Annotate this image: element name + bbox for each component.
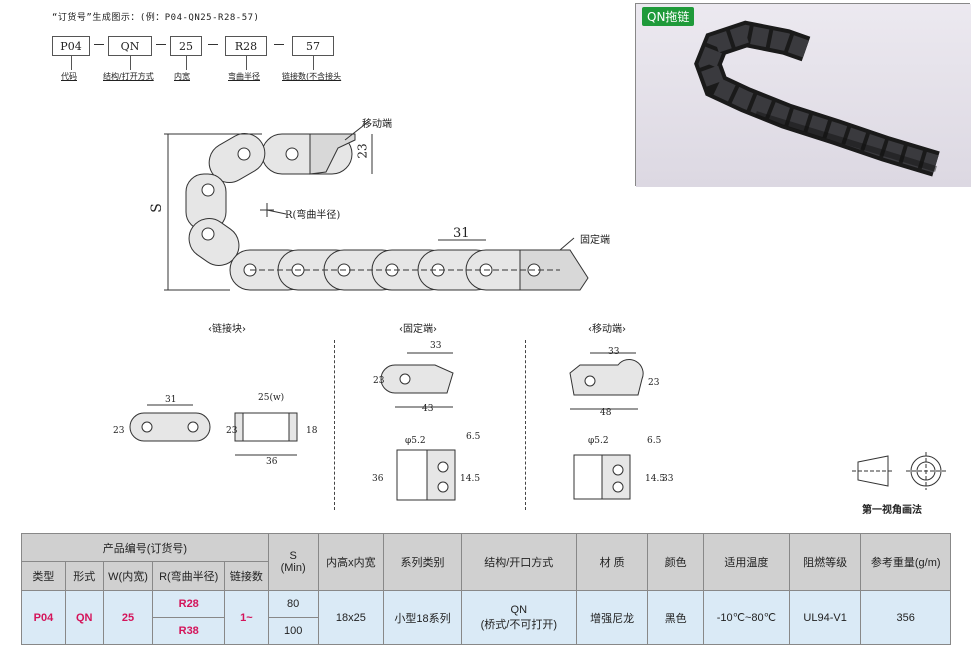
moving-end-label: 移动端 bbox=[362, 119, 392, 130]
leader-line bbox=[71, 56, 72, 70]
fixed-end-drawing bbox=[380, 352, 456, 501]
code-box-form: QN bbox=[108, 36, 152, 56]
leader-line bbox=[186, 56, 187, 70]
code-box-type: P04 bbox=[52, 36, 90, 56]
cell-flame: UL94-V1 bbox=[788, 590, 862, 645]
fe-dim-145: 14.5 bbox=[460, 474, 481, 484]
subheader-links: 链接数 bbox=[224, 561, 269, 591]
cell-type: P04 bbox=[21, 590, 66, 645]
cell-structure: QN (桥式/不可打开) bbox=[460, 590, 577, 645]
header-series: 系列类别 bbox=[383, 533, 462, 591]
radius-label: R(弯曲半径) bbox=[285, 210, 341, 221]
code-label-links: 链接数(不含接头 bbox=[282, 72, 342, 81]
lb-dim-25w: 25(w) bbox=[258, 393, 285, 403]
cell-weight: 356 bbox=[860, 590, 951, 645]
cell-series: 小型18系列 bbox=[383, 590, 462, 645]
cell-radius-2: R38 bbox=[152, 617, 226, 645]
header-structure: 结构/开口方式 bbox=[460, 533, 577, 591]
subheader-type: 类型 bbox=[21, 561, 66, 591]
me-dim-65: 6.5 bbox=[647, 436, 662, 446]
me-dim-48: 48 bbox=[600, 408, 612, 418]
header-material: 材 质 bbox=[575, 533, 649, 591]
code-box-radius: R28 bbox=[225, 36, 267, 56]
code-label-type: 代码 bbox=[61, 72, 77, 81]
header-inner: 内高x内宽 bbox=[317, 533, 385, 591]
moving-end-title: ‹移动端› bbox=[588, 324, 626, 335]
structure-line-2: (桥式/不可打开) bbox=[480, 618, 557, 631]
me-dim-145: 14.5 bbox=[645, 474, 666, 484]
dim-23-label: 23 bbox=[355, 143, 370, 159]
spec-table: 产品编号(订货号) S (Min) 内高x内宽 系列类别 结构/开口方式 材 质… bbox=[21, 533, 951, 645]
cell-s-1: 80 bbox=[267, 590, 319, 618]
lb-dim-36: 36 bbox=[266, 457, 278, 467]
cell-form: QN bbox=[64, 590, 104, 645]
drag-chain-photo bbox=[636, 4, 971, 187]
code-box-width: 25 bbox=[170, 36, 202, 56]
fe-dim-43: 43 bbox=[422, 404, 434, 414]
structure-line-1: QN bbox=[510, 603, 528, 616]
cell-color: 黑色 bbox=[647, 590, 704, 645]
leader-line bbox=[130, 56, 131, 70]
group-header: 产品编号(订货号) bbox=[21, 533, 269, 562]
fe-dim-36: 36 bbox=[372, 474, 384, 484]
cell-s-2: 100 bbox=[267, 617, 319, 645]
code-box-links: 57 bbox=[292, 36, 334, 56]
photo-tag: QN拖链 bbox=[642, 7, 695, 26]
subheader-width: W(内宽) bbox=[102, 561, 154, 591]
cell-width: 25 bbox=[102, 590, 154, 645]
link-block-title: ‹链接块› bbox=[208, 324, 246, 335]
lb-dim-18: 18 bbox=[306, 426, 318, 436]
me-dim-phi: φ5.2 bbox=[588, 436, 609, 446]
code-label-radius: 弯曲半径 bbox=[228, 72, 260, 81]
header-color: 颜色 bbox=[647, 533, 704, 591]
subheader-radius: R(弯曲半径) bbox=[152, 561, 226, 591]
fe-dim-phi: φ5.2 bbox=[405, 436, 426, 446]
moving-end-drawing bbox=[569, 352, 644, 500]
product-photo bbox=[635, 3, 971, 187]
fe-dim-65: 6.5 bbox=[466, 432, 481, 442]
divider bbox=[525, 340, 526, 510]
order-code-title: “订货号”生成图示：(例：P04-QN25-R28-57) bbox=[52, 13, 260, 23]
lb-dim-23: 23 bbox=[113, 426, 125, 436]
fixed-end-label: 固定端 bbox=[580, 235, 610, 246]
s-header: S (Min) bbox=[267, 533, 319, 591]
cell-material: 增强尼龙 bbox=[575, 590, 649, 645]
cell-radius-1: R28 bbox=[152, 590, 226, 618]
code-dash bbox=[94, 44, 104, 45]
header-flame: 阻燃等级 bbox=[788, 533, 862, 591]
cell-inner: 18x25 bbox=[317, 590, 385, 645]
fe-dim-23: 23 bbox=[373, 376, 385, 386]
header-weight: 参考重量(g/m) bbox=[860, 533, 951, 591]
lb-dim-31: 31 bbox=[165, 395, 177, 405]
leader-line bbox=[246, 56, 247, 70]
me-dim-33: 33 bbox=[608, 347, 620, 357]
divider bbox=[334, 340, 335, 510]
code-label-width: 内宽 bbox=[174, 72, 190, 81]
header-temperature: 适用温度 bbox=[703, 533, 790, 591]
code-dash bbox=[156, 44, 166, 45]
code-dash bbox=[208, 44, 218, 45]
me-dim-23: 23 bbox=[648, 378, 660, 388]
code-dash bbox=[274, 44, 284, 45]
fe-dim-33: 33 bbox=[430, 341, 442, 351]
fixed-end-title: ‹固定端› bbox=[399, 324, 437, 335]
dim-31-label: 31 bbox=[453, 226, 470, 241]
s-dim-label: S bbox=[148, 203, 165, 213]
cell-links: 1~ bbox=[224, 590, 269, 645]
leader-line bbox=[313, 56, 314, 70]
me-dim-33b: 33 bbox=[662, 474, 674, 484]
subheader-form: 形式 bbox=[64, 561, 104, 591]
lb-dim-23b: 23 bbox=[226, 426, 238, 436]
projection-symbol-icon bbox=[852, 452, 946, 490]
chain-main-drawing bbox=[164, 121, 589, 291]
code-label-form: 结构/打开方式 bbox=[103, 72, 154, 81]
cell-temperature: -10℃~80℃ bbox=[703, 590, 790, 645]
projection-label: 第一视角画法 bbox=[862, 505, 922, 516]
link-block-drawing bbox=[129, 404, 298, 456]
